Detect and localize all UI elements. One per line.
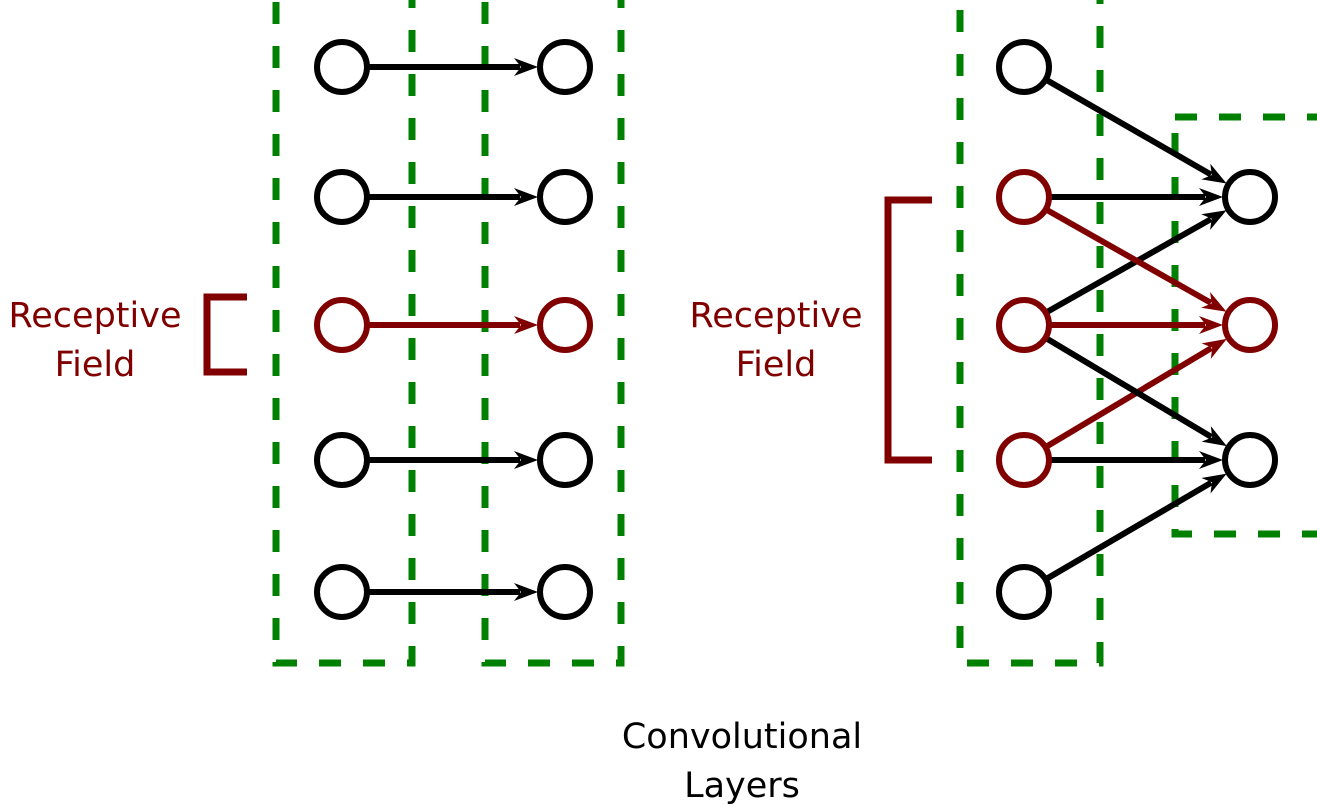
- right-edge-6: [1043, 335, 1227, 447]
- right-edge-6-line: [1043, 335, 1213, 440]
- left-edge-0-arrowhead: [514, 58, 538, 76]
- right-output-node-1: [1222, 297, 1278, 353]
- caption-line2: Layers: [684, 766, 800, 806]
- left-input-node-0: [314, 39, 370, 95]
- right-edge-4: [1049, 316, 1223, 334]
- right-input-node-3: [996, 432, 1052, 488]
- left-input-node-4: [314, 564, 370, 620]
- left-output-node-0: [537, 39, 593, 95]
- left-output-node-4: [537, 564, 593, 620]
- left-input-node-3: [314, 432, 370, 488]
- right-edge-4-arrowhead: [1199, 316, 1223, 334]
- left-edge-2: [367, 316, 538, 334]
- right-edge-1-arrowhead: [1199, 188, 1223, 206]
- right-input-layer-box: [956, 0, 1104, 667]
- left-edge-3: [367, 451, 538, 469]
- right-edge-0-line: [1044, 76, 1213, 178]
- right-input-node-4: [996, 564, 1052, 620]
- right-input-node-2: [996, 297, 1052, 353]
- right-edge-8: [1044, 473, 1227, 582]
- right-edge-7: [1049, 451, 1223, 469]
- left-edge-3-arrowhead: [514, 451, 538, 469]
- left-receptive-field-bracket: [203, 293, 247, 376]
- left-receptive-field-label-line1: Receptive: [9, 296, 182, 336]
- left-input-layer-box: [272, 0, 416, 667]
- right-edge-1: [1049, 188, 1223, 206]
- left-output-node-3: [537, 432, 593, 488]
- left-input-node-2: [314, 297, 370, 353]
- left-output-node-1: [537, 169, 593, 225]
- left-edge-4: [367, 583, 538, 601]
- left-edge-0: [367, 58, 538, 76]
- right-edge-2-line: [1044, 216, 1213, 316]
- right-receptive-field-label-line1: Receptive: [690, 296, 863, 336]
- left-edge-2-arrowhead: [514, 316, 538, 334]
- right-edge-5-arrowhead: [1201, 338, 1227, 359]
- right-edge-5-line: [1043, 345, 1213, 450]
- left-receptive-field-label-line2: Field: [55, 345, 136, 385]
- right-edge-2-arrowhead: [1201, 210, 1227, 230]
- right-edge-3: [1044, 206, 1227, 312]
- right-edge-6-arrowhead: [1201, 426, 1227, 447]
- right-edge-5: [1043, 338, 1227, 450]
- right-edge-8-line: [1044, 480, 1213, 582]
- right-input-node-0: [996, 39, 1052, 95]
- right-edge-3-arrowhead: [1201, 292, 1227, 312]
- left-edge-4-arrowhead: [514, 583, 538, 601]
- right-edge-8-arrowhead: [1201, 473, 1227, 494]
- right-edge-3-line: [1044, 206, 1213, 306]
- left-edge-1: [367, 188, 538, 206]
- left-input-node-1: [314, 169, 370, 225]
- right-edge-7-arrowhead: [1199, 451, 1223, 469]
- left-output-node-2: [537, 297, 593, 353]
- right-input-node-1: [996, 169, 1052, 225]
- right-output-node-0: [1222, 169, 1278, 225]
- caption-line1: Convolutional: [622, 717, 862, 757]
- right-edge-0: [1044, 76, 1227, 184]
- left-edge-1-arrowhead: [514, 188, 538, 206]
- right-edge-0-arrowhead: [1201, 163, 1227, 184]
- right-output-node-2: [1222, 432, 1278, 488]
- right-receptive-field-bracket: [884, 196, 932, 464]
- right-edge-2: [1044, 210, 1227, 316]
- right-receptive-field-label-line2: Field: [736, 345, 817, 385]
